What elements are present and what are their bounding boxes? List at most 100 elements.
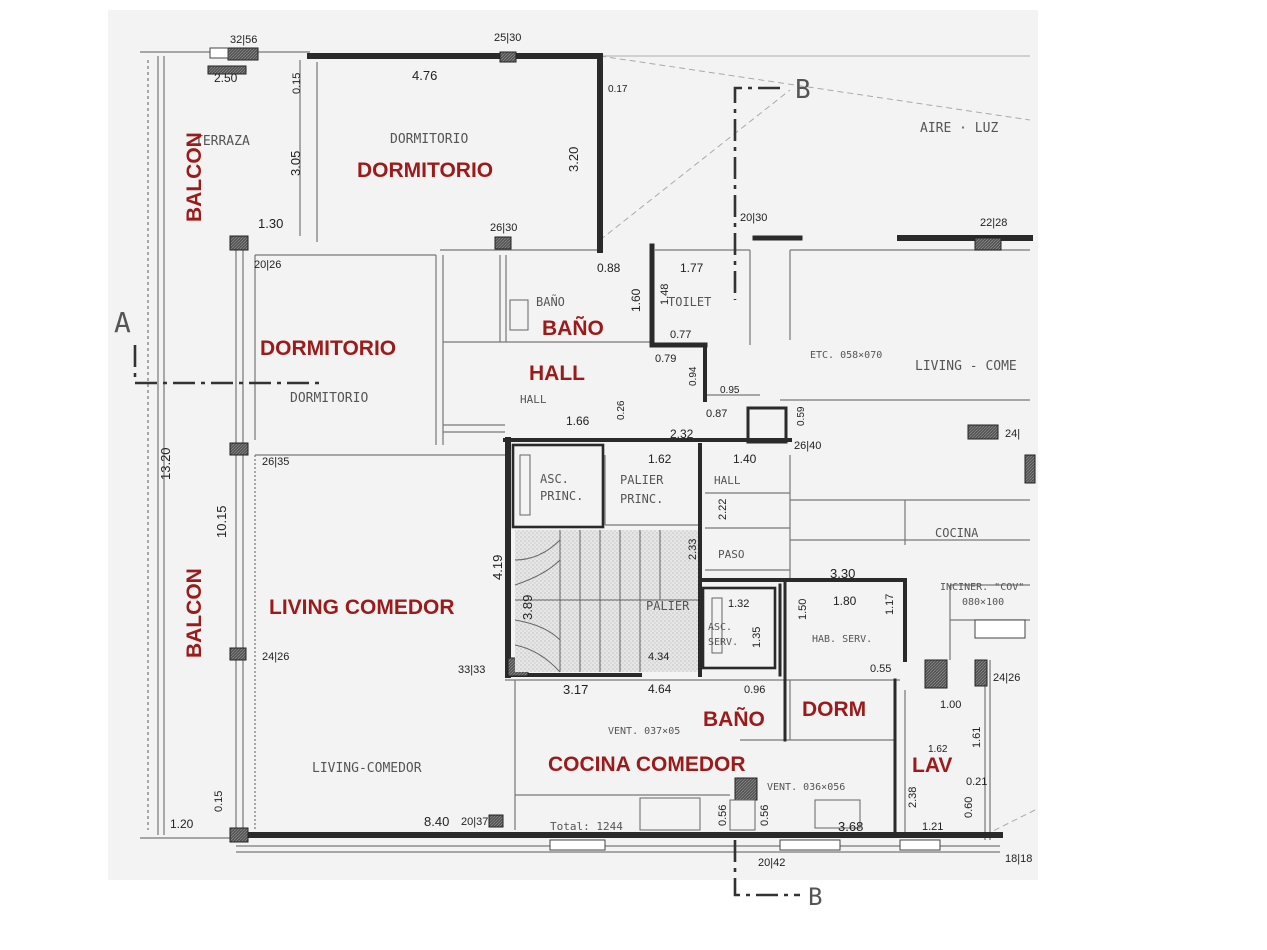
dim-22-28: 22|28	[980, 217, 1007, 229]
sketch-cocina: COCINA	[935, 526, 979, 540]
dimension-labels: 32|56 25|30 2.50 0.15 4.76 0.17 3.05 3.2…	[158, 32, 1032, 869]
sketch-living-comedor-bottom: LIVING-COMEDOR	[312, 761, 422, 776]
dim-20-26: 20|26	[254, 259, 281, 271]
dim-1-48: 1.48	[659, 284, 671, 305]
dim-1-20: 1.20	[170, 817, 194, 831]
dim-2-22: 2.22	[717, 499, 729, 520]
room-label-dorm: DORM	[802, 698, 866, 721]
sketch-toilet: TOILET	[668, 295, 711, 309]
dim-0-15-a: 0.15	[291, 73, 303, 94]
dim-3-20-a: 3.20	[566, 147, 581, 172]
sketch-labels: TERRAZA DORMITORIO DORMITORIO BAÑO TOILE…	[114, 75, 1024, 911]
dim-24-26-b: 24|26	[993, 672, 1020, 684]
sketch-hab-serv: HAB. SERV.	[812, 634, 872, 645]
dim-20-37: 20|37	[461, 816, 488, 828]
dim-3-17: 3.17	[563, 682, 588, 697]
dim-33-33: 33|33	[458, 664, 485, 676]
dim-1-80: 1.80	[833, 594, 857, 608]
room-label-dormitorio-1: DORMITORIO	[357, 159, 493, 182]
dim-18-18: 18|18	[1005, 853, 1032, 865]
sketch-incinerador-1: INCINER. "COV"	[940, 582, 1024, 593]
sketch-asc-serv-1: ASC.	[708, 622, 732, 633]
sketch-hall: HALL	[520, 393, 547, 406]
sketch-living-comedor-right: LIVING - COME	[915, 359, 1017, 374]
room-label-bano-1: BAÑO	[542, 317, 604, 340]
room-label-hall: HALL	[529, 362, 585, 385]
sketch-paso: PASO	[718, 548, 745, 561]
sketch-asc-princ-2: PRINC.	[540, 489, 583, 503]
room-label-balcon-2: BALCON	[183, 568, 206, 658]
dim-0-94: 0.94	[688, 366, 699, 386]
sketch-terraza: TERRAZA	[195, 134, 250, 149]
sketch-bano: BAÑO	[536, 294, 565, 309]
dim-26-40: 26|40	[794, 440, 821, 452]
room-labels: DORMITORIO DORMITORIO BAÑO HALL LIVING C…	[183, 132, 952, 777]
room-label-balcon-1: BALCON	[183, 132, 206, 222]
dim-1-17: 1.17	[884, 594, 896, 615]
sketch-vent-1: VENT. 037×05	[608, 726, 680, 737]
column-pads	[207, 47, 1036, 843]
dim-0-21: 0.21	[966, 776, 987, 788]
dim-3-05: 3.05	[288, 151, 303, 176]
construction-lines	[599, 55, 1036, 836]
sketch-etc: ETC. 058×070	[810, 350, 882, 361]
dim-0-95: 0.95	[720, 385, 740, 396]
section-a-label: A	[114, 306, 131, 339]
room-label-cocina-comedor: COCINA COMEDOR	[548, 753, 746, 776]
sketch-incinerador-2: 080×100	[962, 597, 1004, 608]
thick-walls	[233, 53, 1033, 838]
dim-24: 24|	[1005, 428, 1020, 440]
dim-0-88: 0.88	[597, 261, 621, 275]
dim-2-50: 2.50	[214, 71, 238, 85]
dim-1-77: 1.77	[680, 261, 704, 275]
dim-3-89: 3.89	[520, 595, 535, 620]
dim-32-56: 32|56	[230, 34, 257, 46]
room-label-lav: LAV	[912, 754, 952, 777]
dim-10-15: 10.15	[214, 505, 229, 538]
room-label-dormitorio-2: DORMITORIO	[260, 337, 396, 360]
dim-4-34: 4.34	[648, 651, 669, 663]
sketch-asc-serv-2: SERV.	[708, 637, 738, 648]
dim-0-87: 0.87	[706, 408, 727, 420]
dim-4-76: 4.76	[412, 68, 437, 83]
dim-1-60: 1.60	[629, 288, 643, 312]
dim-0-56-b: 0.56	[759, 805, 771, 826]
dim-0-55: 0.55	[870, 663, 891, 675]
section-lines	[133, 86, 800, 897]
dim-13-20: 13.20	[158, 447, 173, 480]
dim-20-30: 20|30	[740, 212, 767, 224]
dim-4-64: 4.64	[648, 682, 672, 696]
windows	[209, 47, 1026, 851]
dim-2-33: 2.33	[687, 539, 699, 560]
dim-1-00: 1.00	[940, 699, 961, 711]
dim-1-35: 1.35	[751, 627, 763, 648]
dim-4-19: 4.19	[490, 555, 505, 580]
sketch-palier: PALIER	[646, 599, 690, 613]
dim-3-68: 3.68	[838, 819, 863, 834]
sketch-palier-princ-2: PRINC.	[620, 492, 663, 506]
dim-1-21: 1.21	[922, 821, 943, 833]
dim-1-62: 1.62	[648, 452, 672, 466]
sketch-asc-princ-1: ASC.	[540, 472, 569, 486]
dim-0-26: 0.26	[616, 400, 627, 420]
dim-1-62-b: 1.62	[928, 744, 948, 755]
dim-20-42: 20|42	[758, 857, 785, 869]
dim-25-30-top: 25|30	[494, 32, 521, 44]
dim-1-50: 1.50	[797, 599, 809, 620]
dim-1-61: 1.61	[971, 727, 983, 748]
dim-0-17: 0.17	[608, 84, 628, 95]
dim-3-30: 3.30	[830, 566, 855, 581]
dim-26-35: 26|35	[262, 456, 289, 468]
section-b-top-label: B	[795, 75, 811, 105]
dim-1-30: 1.30	[258, 216, 283, 231]
dim-1-32: 1.32	[728, 598, 749, 610]
section-b-bottom-label: B	[808, 883, 822, 911]
thin-lines	[140, 51, 1030, 853]
sketch-dormitorio-b: DORMITORIO	[290, 391, 368, 406]
dim-1-40: 1.40	[733, 452, 757, 466]
fixtures	[509, 299, 861, 831]
dim-0-77: 0.77	[670, 329, 691, 341]
dim-0-15-b: 0.15	[213, 791, 225, 812]
stair	[514, 530, 698, 673]
